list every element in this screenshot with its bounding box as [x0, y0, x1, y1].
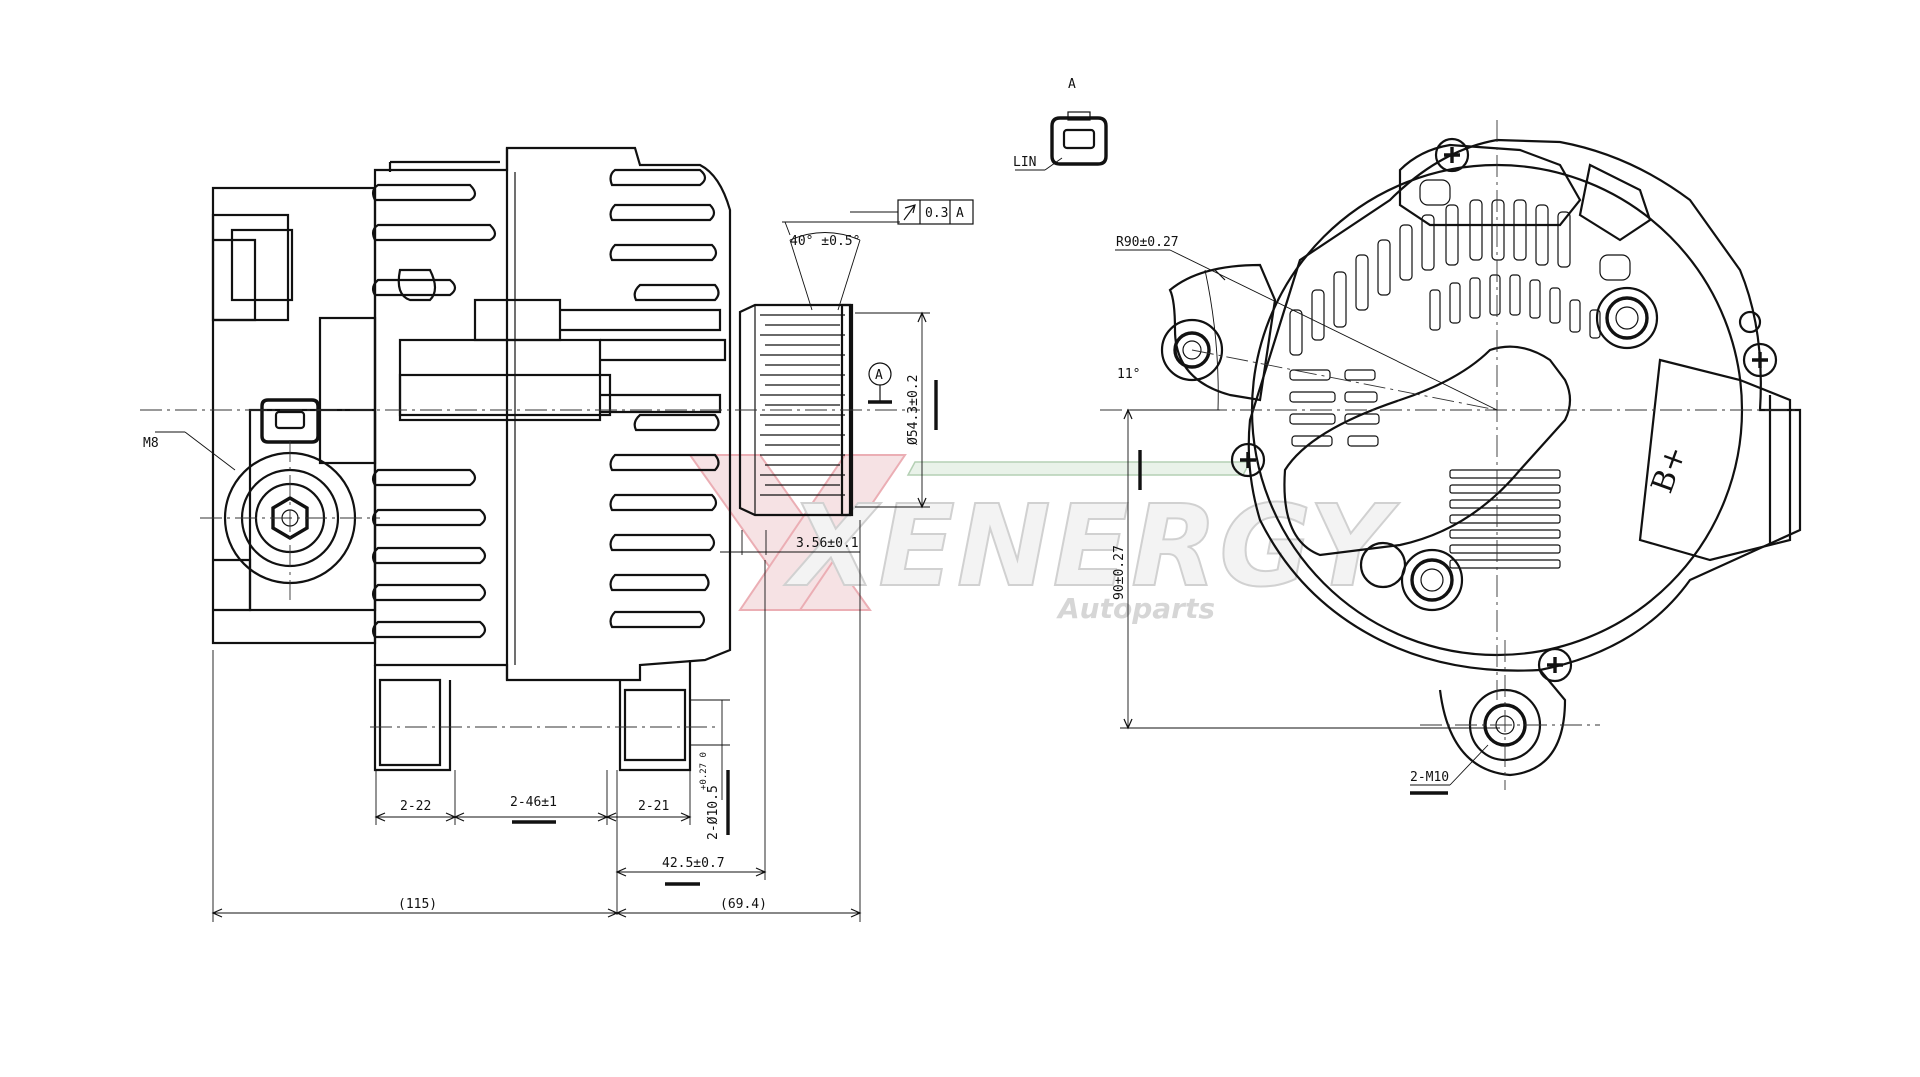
end-view: B+ R90±0.27 11° 90±0.27 2-M10: [1100, 120, 1802, 795]
dim-90-label: 90±0.27: [1112, 545, 1127, 600]
datum-a: A: [868, 362, 892, 404]
rear-fins: [371, 183, 497, 639]
angle-11-label: 11°: [1117, 367, 1140, 382]
side-view: 40° ±0.5° 0.3 A A Ø54.3±0.2: [140, 146, 974, 922]
connector-detail: A LIN: [1013, 77, 1108, 171]
dim-69-4: (69.4): [720, 897, 767, 912]
groove-angle-label: 40° ±0.5°: [790, 234, 860, 249]
watermark-brand: XENERGY: [784, 482, 1400, 612]
front-fins: [609, 168, 720, 629]
dim-2-22: 2-22: [400, 799, 431, 814]
dim-42-5: 42.5±0.7: [662, 856, 725, 871]
dim-115: (115): [398, 897, 437, 912]
datum-a-label: A: [875, 368, 883, 383]
hole-dia-label: 2-Ø10.5: [706, 785, 721, 840]
m10-label: 2-M10: [1410, 770, 1449, 785]
vent-slots: [1289, 199, 1601, 447]
pulley-offset-label: 3.56±0.1: [796, 536, 859, 551]
pulley-grooves: [760, 314, 845, 496]
lin-label: LIN: [1013, 155, 1036, 170]
m8-label: M8: [143, 436, 159, 451]
runout-datum: A: [956, 206, 964, 221]
pulley-diameter-label: Ø54.3±0.2: [906, 375, 921, 445]
dim-2-46: 2-46±1: [510, 795, 557, 810]
watermark-sub: Autoparts: [1056, 592, 1215, 625]
regulator-fins: [1449, 469, 1561, 569]
b-plus-label: B+: [1645, 441, 1694, 497]
hole-tol-label: +0.27 0: [699, 752, 709, 790]
runout-value: 0.3: [925, 206, 948, 221]
screws: [1230, 137, 1778, 683]
runout-frame: 0.3 A: [850, 199, 974, 225]
connector-ref-label: A: [1068, 77, 1076, 92]
watermark-logo: XENERGY Autoparts: [688, 454, 1400, 625]
radius-label: R90±0.27: [1116, 235, 1179, 250]
dim-2-21: 2-21: [638, 799, 669, 814]
